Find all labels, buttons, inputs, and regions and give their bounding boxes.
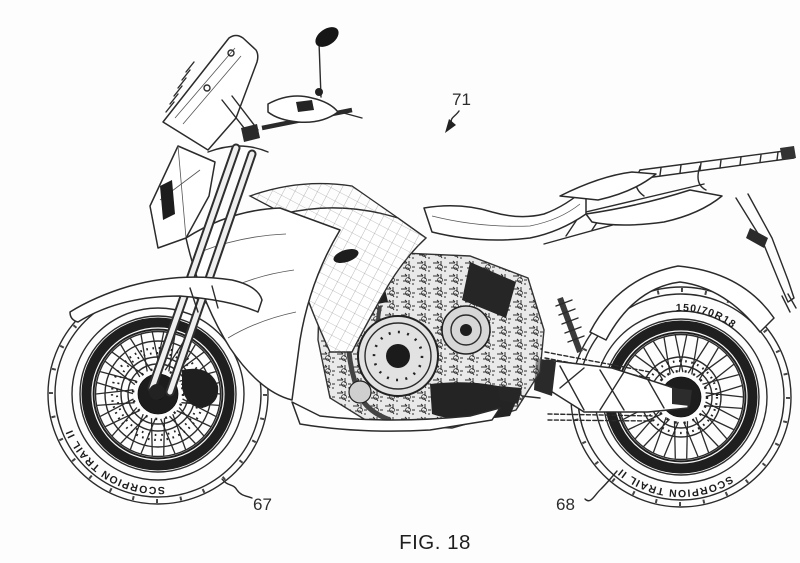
footpeg — [521, 395, 541, 399]
skid-plate — [291, 401, 501, 432]
rack-end-plate — [780, 146, 796, 160]
cockpit-group — [162, 27, 363, 151]
pillion-seat — [559, 171, 657, 201]
callout-67-leader — [221, 478, 253, 499]
turn-signal — [746, 228, 768, 248]
front-end-group — [69, 143, 263, 400]
fender-bracket — [189, 285, 219, 313]
figure-caption: FIG. 18 — [399, 531, 471, 554]
callout-71-arrowhead — [445, 119, 456, 133]
intake-slot — [333, 249, 359, 263]
footpeg-bracket — [498, 386, 522, 404]
callout-68-leader — [584, 470, 618, 502]
rear-shock — [557, 296, 583, 354]
rear-cylinder — [462, 262, 516, 318]
callout-67: 67 — [253, 495, 272, 514]
license-plate-hanger — [735, 193, 795, 303]
brake-lever-clamp — [296, 100, 314, 112]
axle-adjuster — [672, 388, 692, 406]
water-pump — [348, 380, 372, 404]
rear-view-mirror — [315, 27, 339, 47]
triple-clamp — [241, 124, 260, 142]
rider-seat — [423, 187, 587, 241]
rear-tire-tread — [572, 288, 790, 506]
seat-stitch-line — [431, 203, 581, 227]
rack-slats — [659, 151, 779, 176]
tail-cowl — [585, 189, 723, 226]
headlight-slot — [160, 180, 175, 220]
front-rim-outer — [79, 315, 237, 473]
swingarm-truss — [559, 365, 665, 411]
front-fender-beak — [69, 276, 263, 323]
front-tire-tread — [49, 285, 267, 503]
windscreen-hatch — [165, 61, 195, 113]
callouts-group: 71 67 68 — [221, 90, 618, 514]
rear-hugger-fender — [589, 265, 775, 341]
callout-68: 68 — [556, 495, 575, 514]
brake-lever — [339, 111, 363, 119]
screen-screw — [227, 49, 235, 57]
screen-screw — [203, 84, 211, 92]
front-rim-band — [81, 317, 235, 471]
side-fairing — [185, 207, 341, 401]
swingarm — [545, 359, 691, 413]
front-brake-caliper — [182, 368, 219, 408]
callout-71: 71 — [452, 90, 471, 109]
bodywork-group — [149, 145, 657, 401]
rear-rack-rails — [639, 149, 795, 179]
shock-spring — [555, 299, 585, 343]
mirror-stalk — [318, 41, 322, 98]
rear-bodywork — [543, 146, 797, 354]
front-axle-clamp — [149, 384, 165, 400]
